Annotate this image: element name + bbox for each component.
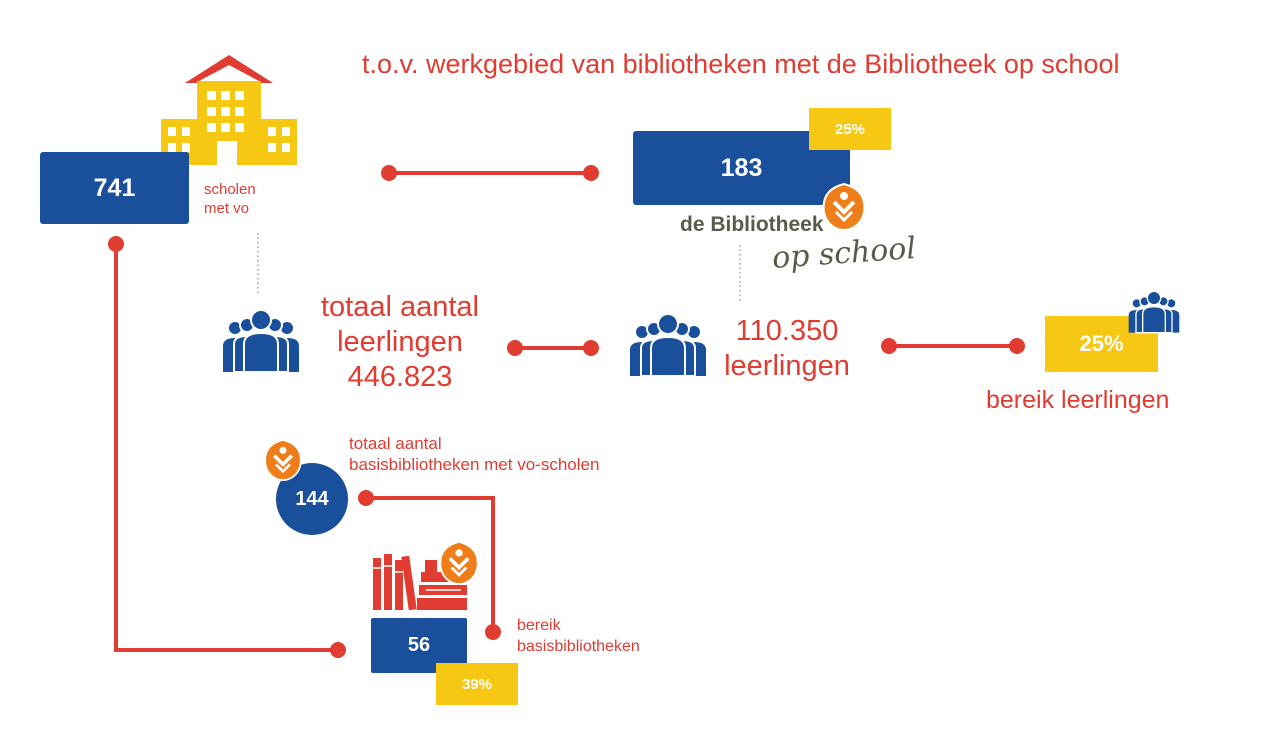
schools-count: 741 [93,173,136,202]
libraries-reach-count-box: 56 [371,618,467,673]
students-bos-text: 110.350 leerlingen [724,315,850,382]
reach-students-label: bereik leerlingen [986,386,1170,414]
library-logo-icon [822,182,866,232]
students-total-text: totaal aantal leerlingen 446.823 [320,291,479,393]
page-title: t.o.v. werkgebied van bibliotheken met d… [362,49,1120,79]
reach-students-percent: 25% [1079,331,1124,356]
schools-label: scholen met vo [204,181,256,217]
library-logo-icon [264,438,302,482]
libraries-total-circle: 144 [276,463,348,535]
libraries-reach-count: 56 [407,634,431,656]
libraries-total-label: totaal aantal basisbibliotheken met vo-s… [349,434,600,474]
libraries-total-count: 144 [295,487,329,510]
bos-schools-percent-box: 25% [809,108,891,150]
libraries-reach-percent-box: 39% [436,663,518,705]
schools-count-box: 741 [40,152,189,224]
people-group-icon [630,313,706,377]
people-group-icon [223,309,299,373]
bos-schools-count: 183 [720,153,763,182]
libraries-reach-label: bereik basisbibliotheken [517,617,640,655]
people-group-icon [1128,290,1180,334]
library-logo-icon [439,540,479,586]
libraries-reach-percent: 39% [461,675,493,693]
bos-schools-percent: 25% [834,120,866,138]
brand-line1: de Bibliotheek [680,213,824,236]
school-building-icon [161,55,297,165]
